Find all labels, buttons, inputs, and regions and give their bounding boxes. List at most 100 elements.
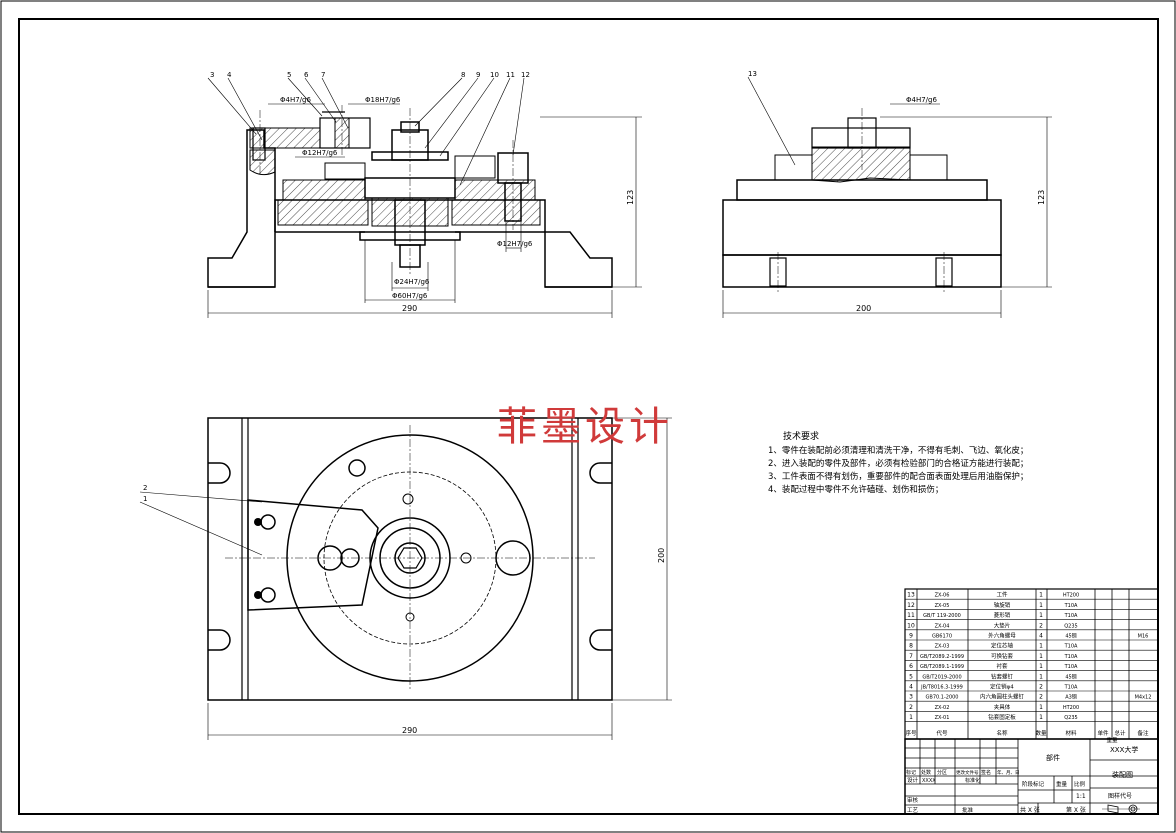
tb-weight-label: 重量 — [1056, 780, 1068, 788]
balloon-7: 7 — [321, 71, 325, 79]
bom-cell-code: GB/T2019-2000 — [922, 674, 961, 680]
bom-cell-code: ZX-03 — [935, 644, 950, 650]
bom-cell-name: 外六角螺母 — [988, 632, 1016, 640]
bom-cell-no: 7 — [909, 653, 913, 660]
watermark: 菲墨设计 — [497, 404, 673, 450]
bom-cell-mat: 45钢 — [1065, 673, 1076, 680]
tb-scale-label: 比例 — [1074, 780, 1086, 788]
title-block: XXX大学 部件 装配图 图样代号 阶段标记 重量 比例 1:1 共 X 张 第… — [904, 738, 1159, 815]
bom-cell-mat: Q235 — [1064, 715, 1077, 721]
bom-cell-code: JB/T8016.3-1999 — [920, 685, 963, 691]
bom-cell-mat: HT200 — [1063, 593, 1079, 599]
bom-cell-name: 钻套螺钉 — [991, 672, 1014, 680]
bom-cell-no: 11 — [907, 612, 915, 619]
tb-design-label: 设计 — [907, 776, 919, 784]
tb-stage-label: 阶段标记 — [1022, 780, 1045, 788]
balloon-6: 6 — [304, 71, 309, 79]
bom-cell-code: GB/T2089.1-1999 — [920, 664, 964, 670]
balloon-13: 13 — [748, 70, 757, 78]
bom-cell-qty: 2 — [1039, 694, 1043, 701]
tb-rev-mark: 标记 — [906, 769, 916, 776]
tb-approve-label: 批准 — [962, 806, 974, 814]
tb-drawing-name: 装配图 — [1112, 770, 1133, 779]
bom-header-cell: 备注 — [1137, 729, 1149, 737]
bom-cell-code: ZX-06 — [935, 593, 950, 599]
fit-phi4-front: Φ4H7/g6 — [280, 96, 311, 104]
bom-cell-mat: T10A — [1064, 644, 1078, 650]
tb-company: XXX大学 — [1110, 745, 1138, 754]
balloon-4: 4 — [227, 71, 232, 79]
tb-rev-doc: 更改文件号 — [956, 769, 979, 776]
tb-rev-zone: 分区 — [937, 769, 947, 776]
balloon-9: 9 — [476, 71, 480, 79]
bom-cell-name: 可换钻套 — [991, 652, 1014, 660]
bom-cell-mat: T10A — [1064, 613, 1078, 619]
bom-cell-name: 轴旋销 — [994, 601, 1011, 609]
bom-cell-name: 大垫片 — [994, 621, 1011, 629]
clamp-plate-section — [282, 179, 366, 201]
side-height-dim: 123 — [1037, 190, 1046, 205]
tech-item-2: 2、进入装配的零件及部件，必须有检验部门的合格证方能进行装配； — [768, 458, 1028, 469]
bom-cell-qty: 1 — [1039, 673, 1043, 680]
fit-phi60: Φ60H7/g6 — [392, 292, 428, 300]
bom-cell-qty: 1 — [1039, 653, 1043, 660]
bom-cell-no: 13 — [907, 592, 915, 599]
fit-phi12-b: Φ12H7/g6 — [497, 240, 533, 248]
bom-header-cell: 总计 — [1114, 729, 1126, 737]
bom-cell-mat: T10A — [1064, 664, 1078, 670]
bom-cell-no: 10 — [907, 622, 915, 629]
fit-phi24: Φ24H7/g6 — [394, 278, 430, 286]
tech-requirements: 技术要求 1、零件在装配前必须清理和清洗干净，不得有毛刺、飞边、氧化皮； 2、进… — [768, 430, 1028, 495]
bom-cell-no: 8 — [909, 643, 913, 650]
bom-cell-qty: 1 — [1039, 704, 1043, 711]
bom-cell-no: 1 — [909, 714, 913, 721]
tech-title: 技术要求 — [783, 430, 819, 442]
bom-cell-qty: 2 — [1039, 622, 1043, 629]
fit-phi4-side: Φ4H7/g6 — [906, 96, 937, 104]
bom-cell-no: 3 — [909, 694, 913, 701]
bom-cell-name: 定位芯轴 — [991, 642, 1014, 650]
bom-cell-no: 12 — [907, 602, 915, 609]
bom-cell-note: M4x12 — [1135, 695, 1152, 701]
bom-cell-no: 6 — [909, 663, 913, 670]
tb-rev-date: 年、月、日 — [997, 769, 1020, 776]
tb-part-label: 部件 — [1046, 753, 1060, 762]
bom-cell-no: 4 — [909, 684, 913, 691]
side-section — [811, 146, 911, 183]
tb-rev-sign: 签名 — [981, 769, 991, 776]
bom-cell-qty: 4 — [1039, 633, 1043, 640]
top-width-dim: 290 — [402, 726, 417, 735]
bom-header-cell: 名称 — [996, 729, 1008, 737]
bom-cell-no: 2 — [909, 704, 913, 711]
bom-cell-no: 9 — [909, 633, 913, 640]
balloon-8: 8 — [461, 71, 465, 79]
tb-process-label: 工艺 — [907, 807, 919, 814]
drill-plate-section — [249, 127, 321, 149]
tb-rev-count: 处数 — [921, 769, 931, 776]
balloon-2: 2 — [143, 484, 147, 492]
bom-header-cell: 材料 — [1065, 729, 1077, 737]
bom-cell-mat: 45钢 — [1065, 633, 1076, 640]
bom-cell-name: 内六角圆柱头螺钉 — [980, 693, 1025, 701]
inner-frame — [18, 18, 1159, 815]
balloon-3: 3 — [210, 71, 214, 79]
bom-header-cell: 代号 — [936, 729, 948, 737]
bom-cell-qty: 1 — [1039, 663, 1043, 670]
bom-cell-qty: 1 — [1039, 714, 1043, 721]
bom-cell-qty: 1 — [1039, 612, 1043, 619]
bom-cell-qty: 2 — [1039, 684, 1043, 691]
side-width-dim: 200 — [856, 304, 871, 313]
bom-cell-name: 衬套 — [996, 662, 1008, 670]
bom-cell-mat: HT200 — [1063, 705, 1079, 711]
bom-cell-name: 工件 — [996, 591, 1008, 599]
bom-cell-qty: 1 — [1039, 643, 1043, 650]
tech-item-3: 3、工件表面不得有划伤，重要部件的配合面表面处理后用油脂保护； — [768, 471, 1028, 482]
bom-cell-name: 夹具体 — [994, 703, 1011, 711]
bom-cell-qty: 1 — [1039, 592, 1043, 599]
bom-cell-code: GB6170 — [932, 634, 952, 640]
bom-cell-mat: Q235 — [1064, 623, 1077, 629]
balloon-11: 11 — [506, 71, 515, 79]
bom-cell-note: M16 — [1138, 634, 1149, 640]
bom-cell-code: ZX-05 — [935, 603, 950, 609]
